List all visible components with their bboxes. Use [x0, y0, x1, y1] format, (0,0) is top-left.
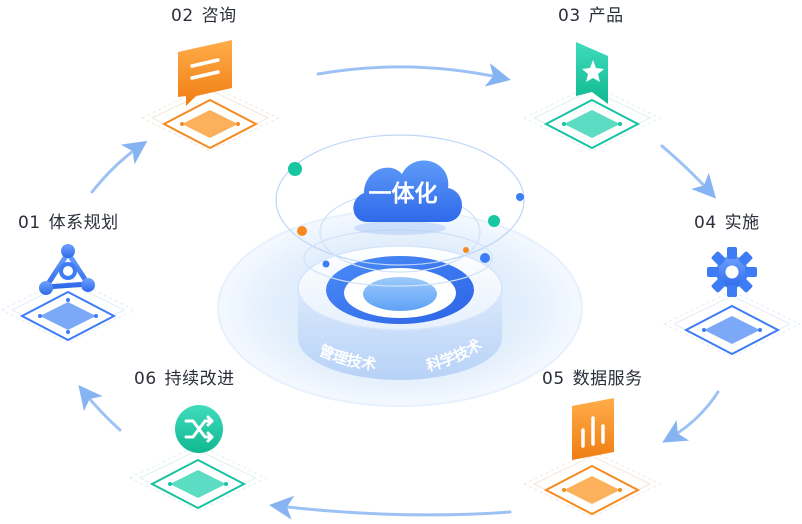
step-06-node	[128, 405, 268, 512]
step-06-label: 06 持续改进	[134, 364, 235, 389]
step-number: 03	[558, 6, 581, 26]
step-number: 02	[171, 6, 194, 26]
step-03-node	[522, 42, 662, 152]
orbit-dot-teal	[488, 215, 500, 227]
step-text: 体系规划	[48, 213, 119, 233]
orbit-dot-orange	[463, 247, 469, 253]
step-text: 咨询	[201, 6, 237, 26]
arrow-01-to-02	[90, 140, 148, 194]
gear-icon	[707, 247, 757, 297]
step-02-label: 02 咨询	[171, 1, 237, 26]
flow-arrows	[78, 63, 720, 520]
inner-core	[363, 277, 437, 311]
orbit-dot-blue	[322, 260, 330, 268]
step-number: 06	[134, 369, 157, 389]
step-05-node	[522, 398, 662, 518]
step-number: 05	[542, 369, 565, 389]
step-text: 持续改进	[164, 369, 235, 389]
step-number: 01	[18, 213, 41, 233]
step-text: 产品	[588, 6, 624, 26]
arrow-03-to-04	[660, 144, 717, 199]
star-flag-icon	[576, 42, 608, 104]
arrow-06-to-01	[78, 384, 122, 432]
step-05-label: 05 数据服务	[542, 364, 643, 389]
step-03-label: 03 产品	[558, 1, 624, 26]
bar-chart-icon	[572, 398, 614, 460]
step-01-label: 01 体系规划	[18, 208, 119, 233]
orbit-dot-orange	[297, 226, 307, 236]
orbit-dot-blue	[480, 253, 490, 263]
step-number: 04	[694, 213, 717, 233]
step-04-label: 04 实施	[694, 208, 760, 233]
platform-cylinder	[297, 245, 503, 380]
center-title: 一体化	[369, 180, 438, 207]
step-text: 实施	[724, 213, 760, 233]
orbit-dot-blue	[516, 193, 524, 201]
step-02-node	[140, 40, 280, 152]
orbit-dot-teal	[288, 162, 302, 176]
step-text: 数据服务	[572, 369, 643, 389]
network-nodes-icon	[39, 244, 95, 295]
shuffle-icon	[175, 405, 223, 453]
arrow-05-to-06	[269, 495, 512, 520]
step-04-node	[662, 247, 802, 358]
arrow-02-to-03	[316, 63, 511, 87]
step-01-node	[0, 244, 136, 344]
cloud-icon	[353, 160, 463, 235]
arrow-04-to-05	[662, 390, 720, 443]
chat-bubble-icon	[178, 40, 232, 106]
